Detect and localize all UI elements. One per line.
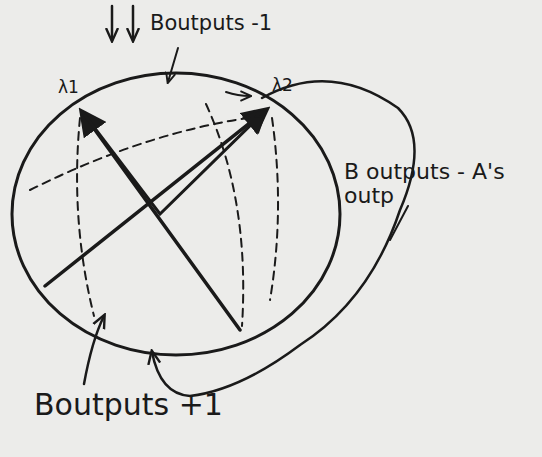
region-label: B outputs - A's outp xyxy=(344,160,538,208)
lambda-label: λ1 xyxy=(58,78,98,97)
lambda-label: λ2 xyxy=(272,76,312,95)
region-label: Boutputs +1 xyxy=(34,388,294,421)
region-label: Boutputs -1 xyxy=(150,12,330,35)
